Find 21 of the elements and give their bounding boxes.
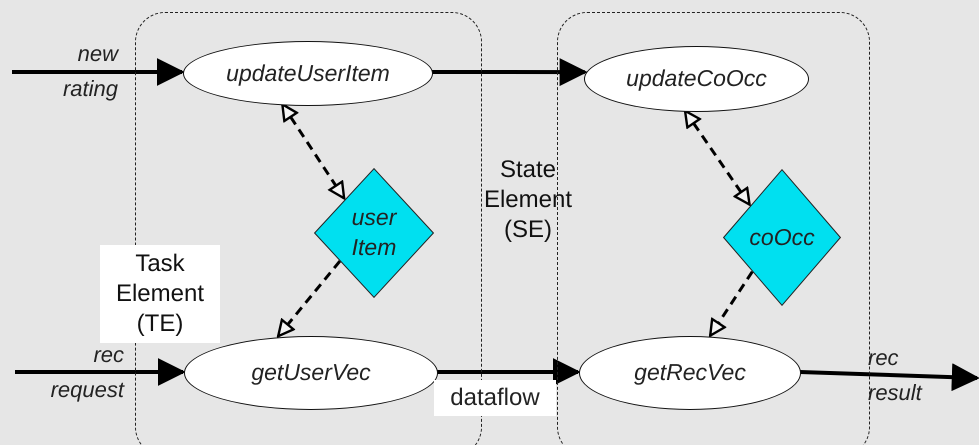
arrow (800, 363, 979, 392)
node-label: updateUserItem (226, 58, 390, 88)
arrow (708, 270, 754, 337)
caption-label: Task Element (TE) (100, 245, 220, 343)
arrow (12, 58, 185, 86)
arrow (684, 110, 751, 206)
node-label: updateCoOcc (626, 64, 767, 94)
arrow (281, 103, 346, 200)
edge-label: dataflow (434, 380, 556, 416)
arrow (432, 58, 588, 86)
node-label: user Item (350, 203, 398, 262)
caption-label: State Element (SE) (482, 155, 574, 245)
edge-label: new rating (62, 40, 118, 104)
edge-label: rec result (868, 344, 924, 408)
node-label: getRecVec (634, 358, 746, 388)
arrow (437, 358, 581, 386)
node-label: getUserVec (251, 358, 371, 388)
arrow (15, 358, 186, 386)
edge-label: rec request (50, 341, 124, 404)
node-label: coOcc (748, 222, 816, 252)
arrow (276, 260, 342, 338)
